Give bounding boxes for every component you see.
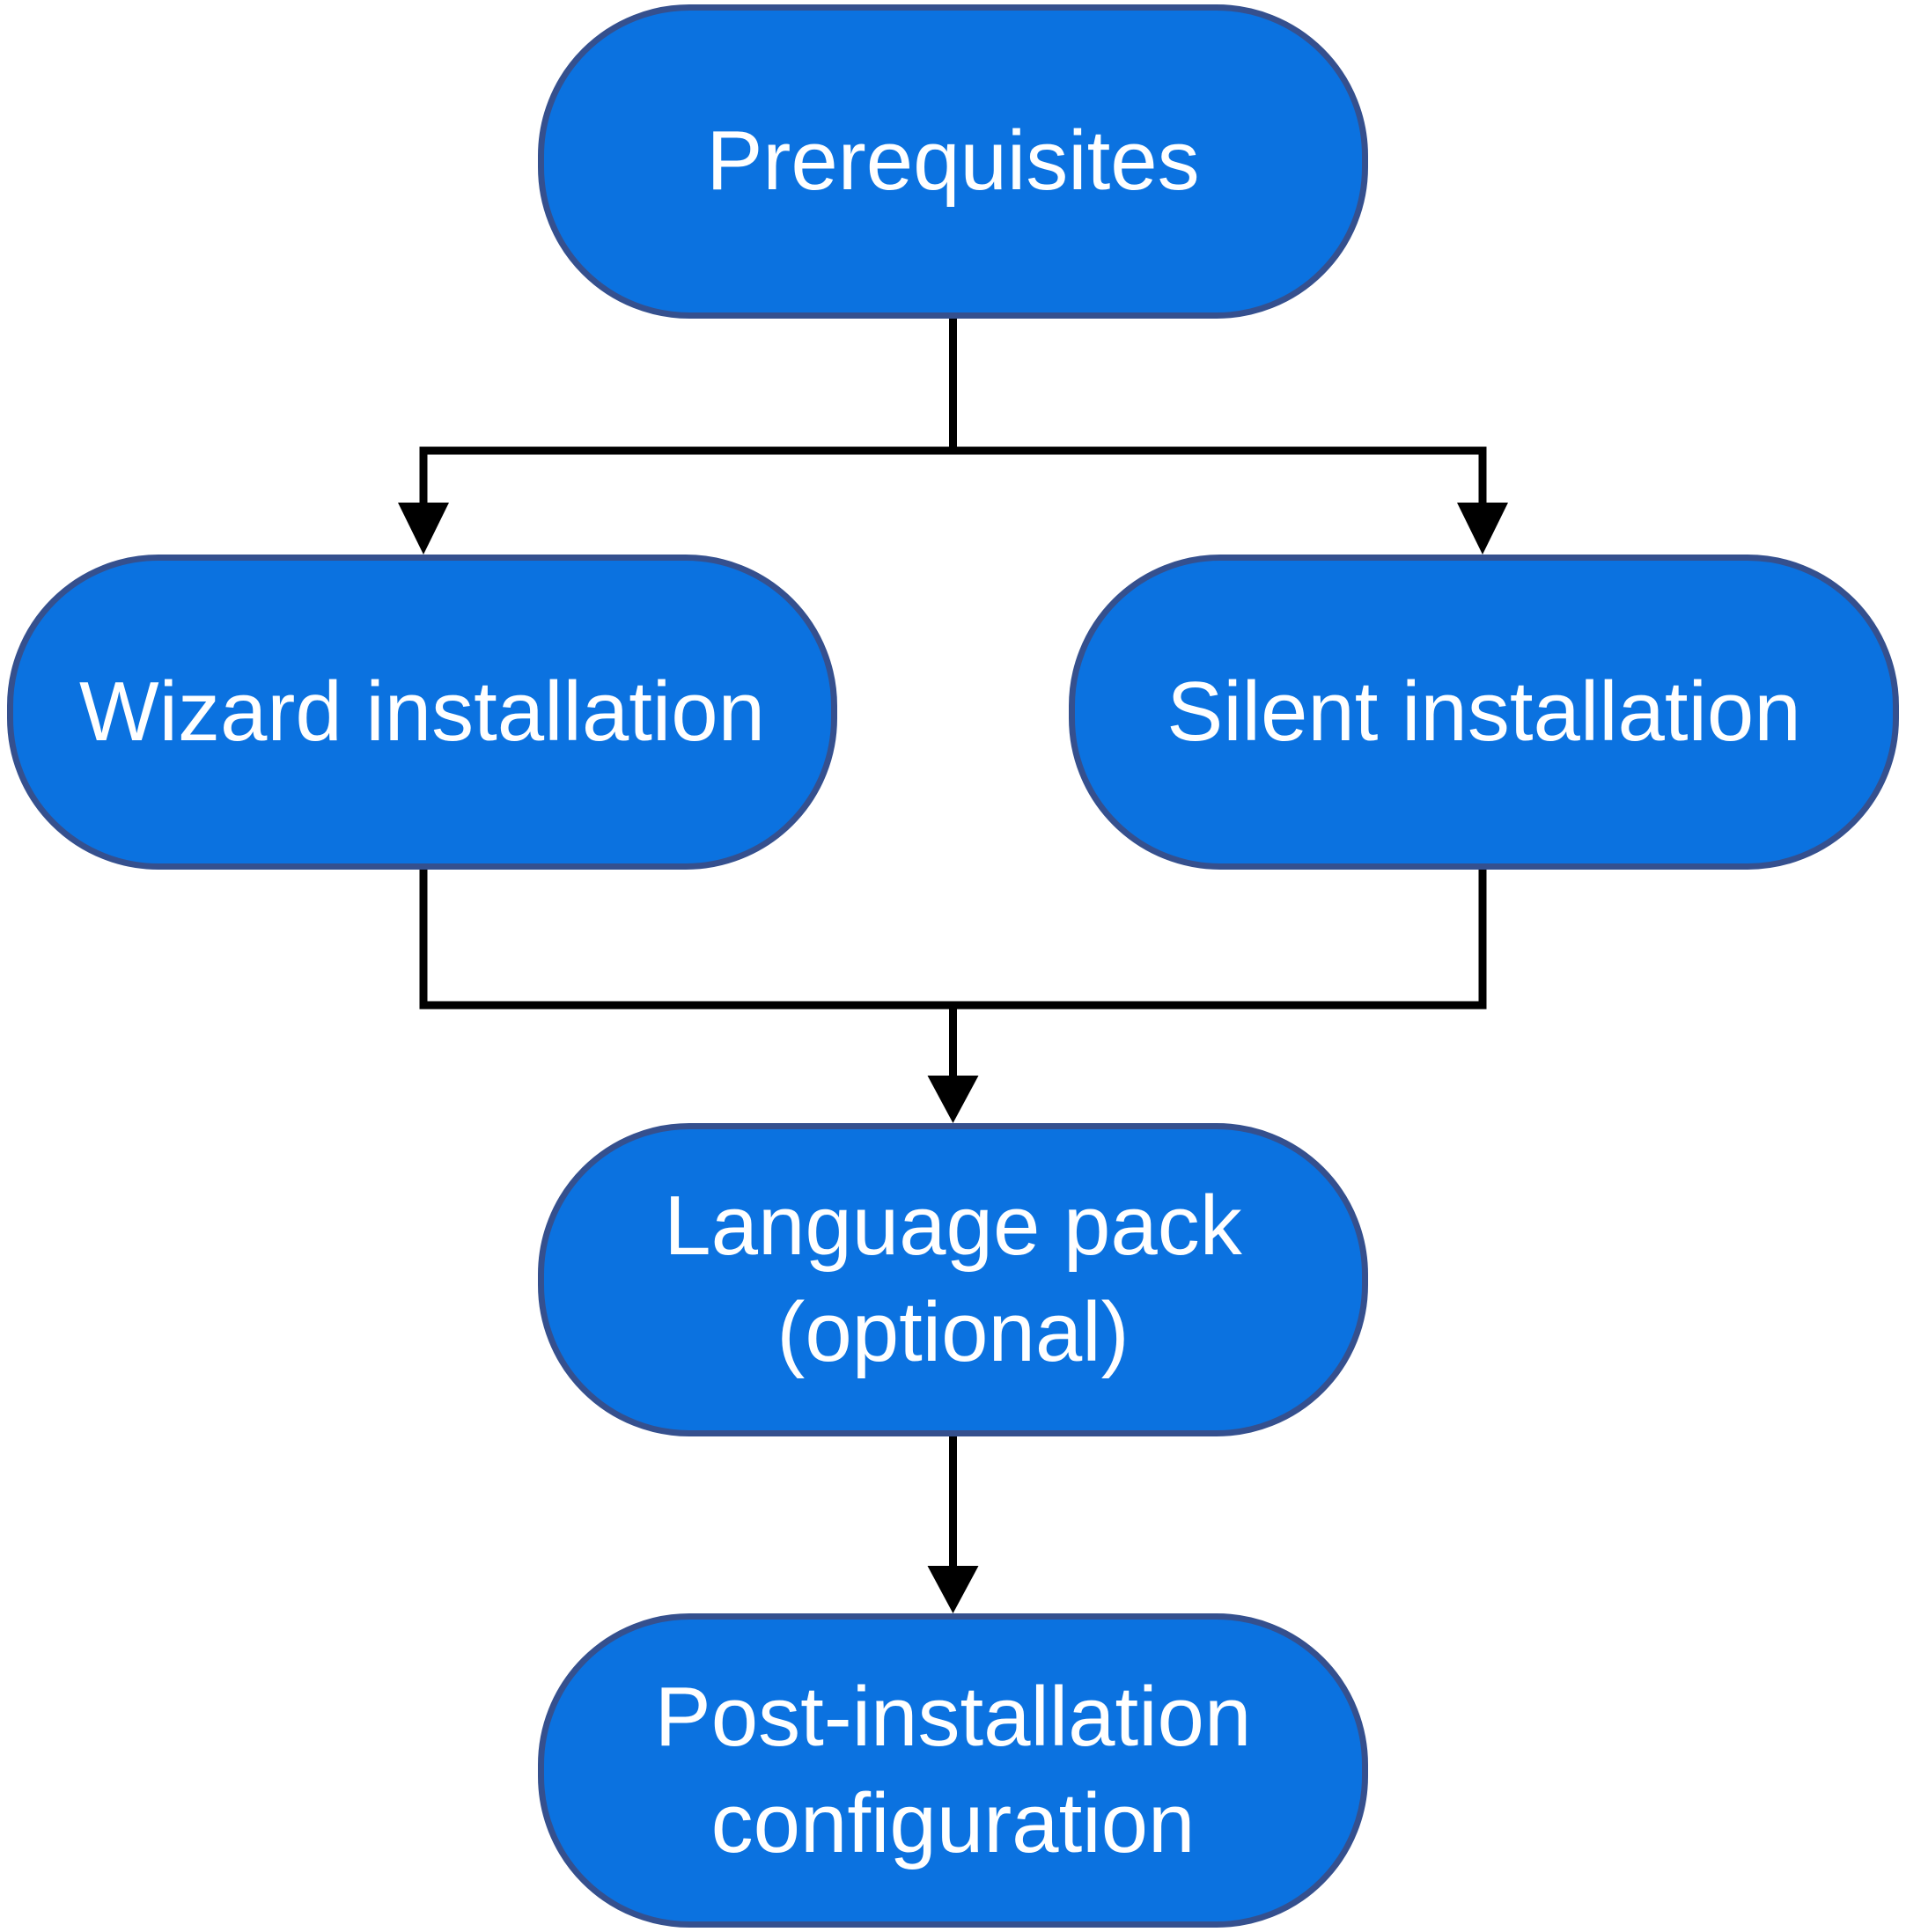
node-silent-installation: Silent installation [1069,555,1899,870]
node-post-installation-configuration: Post-installation configuration [538,1613,1368,1928]
arrowhead-silent [1457,503,1508,555]
edge-split-lines [419,317,1487,509]
node-prerequisites-label: Prerequisites [706,114,1200,209]
arrowhead-wizard [398,503,449,555]
node-post-installation-configuration-label: Post-installation configuration [654,1669,1252,1870]
arrowhead-language [927,1076,979,1123]
arrowhead-post [927,1566,979,1613]
node-silent-installation-label: Silent installation [1166,664,1801,759]
node-wizard-installation-label: Wizard installation [79,664,765,759]
node-wizard-installation: Wizard installation [7,555,837,870]
node-language-pack-label: Language pack (optional) [664,1179,1242,1379]
edge-merge-lines [419,868,1487,1079]
node-prerequisites: Prerequisites [538,4,1368,319]
node-language-pack: Language pack (optional) [538,1123,1368,1436]
